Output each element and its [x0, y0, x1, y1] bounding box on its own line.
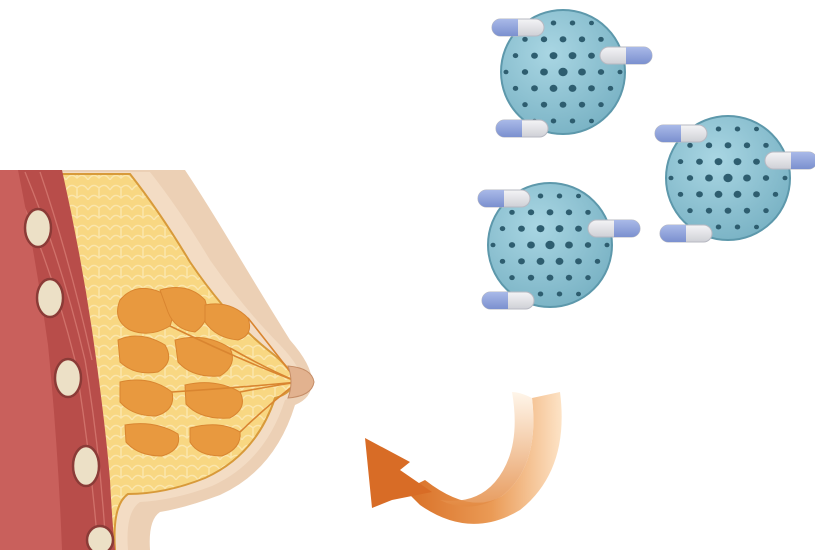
nanoparticle	[492, 5, 652, 140]
rib	[37, 279, 63, 317]
drug-capsule	[478, 190, 530, 207]
delivery-arrow	[365, 392, 562, 524]
nanoparticle	[478, 178, 640, 313]
nanoparticle-cluster	[478, 5, 815, 313]
rib	[73, 446, 99, 486]
breast-cross-section	[0, 170, 314, 550]
drug-capsule	[660, 225, 712, 242]
drug-capsule	[655, 125, 707, 142]
drug-capsule	[765, 152, 815, 169]
drug-capsule	[600, 47, 652, 64]
drug-capsule	[496, 120, 548, 137]
drug-capsule	[482, 292, 534, 309]
drug-capsule	[588, 220, 640, 237]
rib	[25, 209, 51, 247]
nipple	[288, 366, 314, 398]
rib	[55, 359, 81, 397]
drug-capsule	[492, 19, 544, 36]
nanoparticle	[655, 111, 815, 246]
rib	[87, 526, 113, 550]
